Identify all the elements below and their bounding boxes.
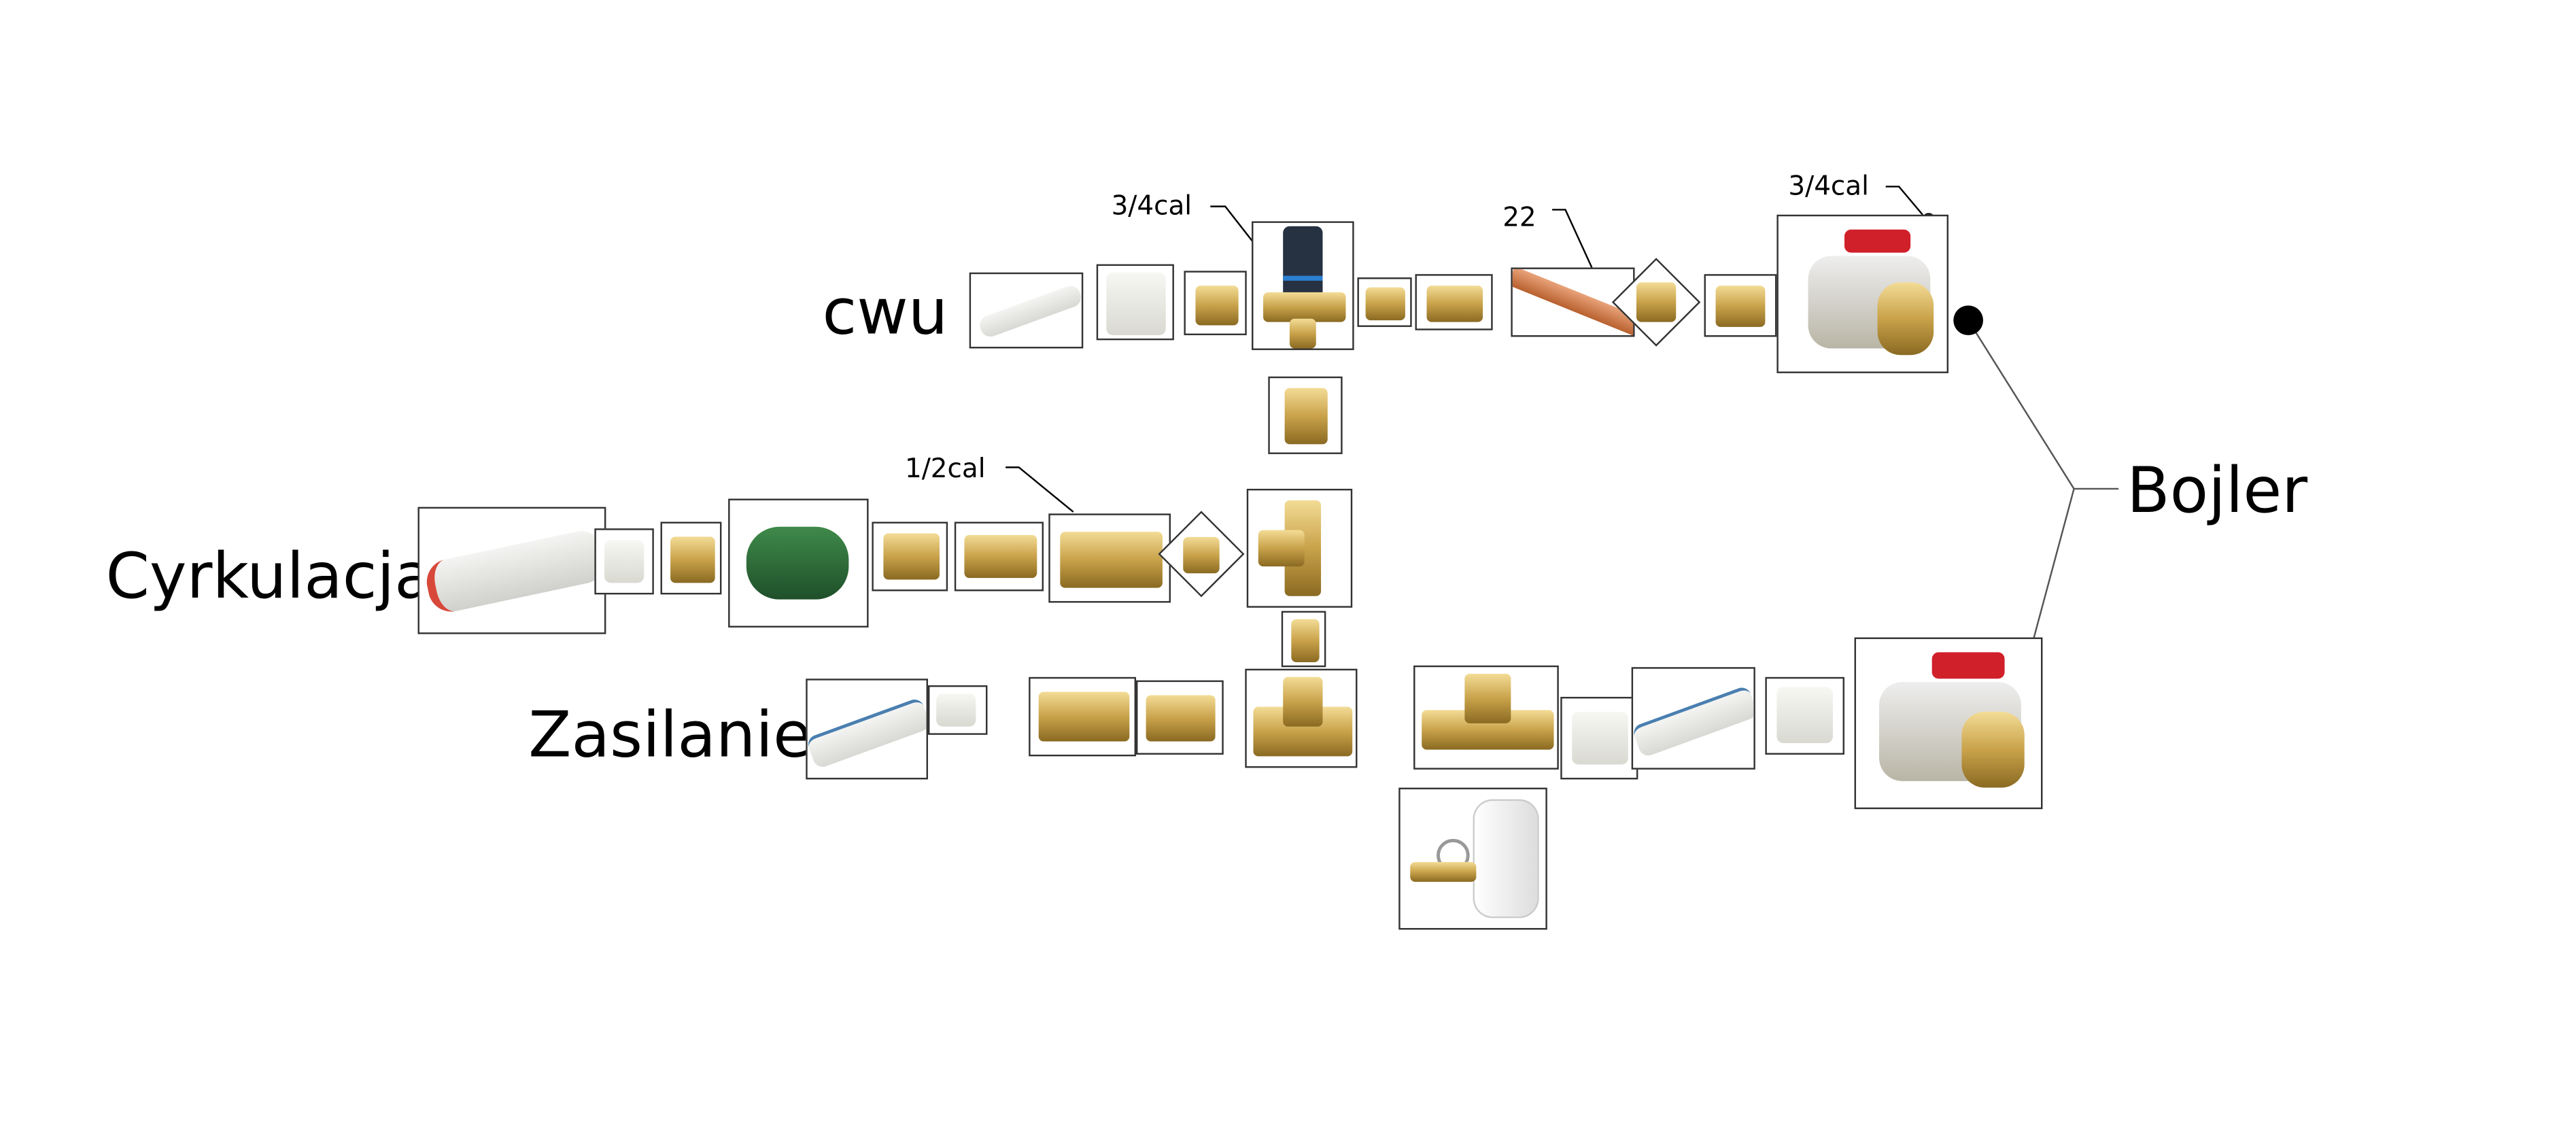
annotation-copper-size: 22	[1502, 201, 1536, 233]
label-cyrkulacja: Cyrkulacja	[105, 540, 433, 613]
brass-tee	[1246, 488, 1353, 608]
annotation-check-valve-size: 1/2cal	[904, 452, 986, 484]
expansion-tank-group	[1398, 787, 1547, 930]
brass-tee-male	[1413, 665, 1559, 770]
ball-valve-cwu	[1776, 214, 1948, 373]
brass-nipple	[1136, 680, 1224, 755]
thermostatic-mixing-valve	[1252, 221, 1354, 350]
brass-union	[1415, 274, 1493, 330]
check-valve-cyrkulacja	[1048, 513, 1171, 603]
brass-nipple	[954, 521, 1044, 591]
brass-union	[660, 521, 722, 595]
ball-valve-supply	[1854, 637, 2043, 810]
check-valve-zasilanie	[1029, 676, 1137, 757]
brass-coupling	[1704, 274, 1777, 337]
label-zasilanie: Zasilanie	[528, 698, 812, 772]
brass-union	[1184, 271, 1247, 336]
pp-female-adapter	[1560, 696, 1638, 780]
annotation-ball-valve-size: 3/4cal	[1788, 170, 1869, 202]
pp-pipe-zasilanie	[806, 679, 928, 780]
pp-pipe-cwu	[969, 272, 1084, 349]
bojler-dot-top	[1953, 305, 1983, 336]
brass-coupling	[1357, 277, 1412, 327]
brass-union	[872, 521, 948, 591]
pp-pipe-cyrkulacja	[417, 507, 606, 634]
circulation-pump	[728, 498, 869, 628]
brass-tee	[1245, 668, 1358, 768]
brass-union-vertical	[1268, 376, 1343, 454]
pp-male-adapter	[927, 685, 988, 735]
brass-nipple-vertical	[1281, 611, 1326, 668]
pp-female-adapter	[1096, 264, 1174, 341]
annotation-valve-size: 3/4cal	[1111, 190, 1192, 222]
pp-pipe-supply	[1631, 667, 1755, 770]
label-bojler: Bojler	[2127, 453, 2308, 527]
pp-male-adapter	[594, 528, 654, 595]
pp-female-adapter	[1765, 676, 1844, 755]
label-cwu: cwu	[822, 275, 948, 349]
